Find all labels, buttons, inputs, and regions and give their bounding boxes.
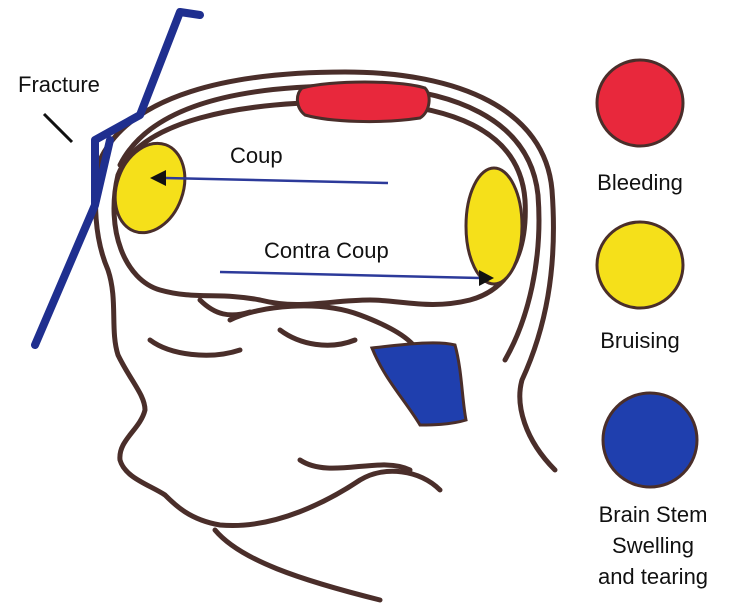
coup-label: Coup — [230, 143, 283, 168]
fracture-label: Fracture — [18, 72, 100, 97]
legend-swatch-brain-stem — [603, 393, 697, 487]
brain-stem-region — [372, 343, 466, 425]
brain-outline — [114, 102, 525, 360]
contra-coup-arrow — [220, 270, 494, 286]
fracture-pointer — [44, 114, 72, 142]
legend-swatch-bruising — [597, 222, 683, 308]
legend-label-swelling: Swelling — [612, 533, 694, 558]
legend-label-bruising: Bruising — [600, 328, 679, 353]
legend-swatch-bleeding — [597, 60, 683, 146]
legend-label-bleeding: Bleeding — [597, 170, 683, 195]
bleeding-region — [297, 82, 429, 122]
legend-label-brain-stem: Brain Stem — [599, 502, 708, 527]
contra-coup-bruise — [466, 168, 522, 284]
legend: Bleeding Bruising Brain Stem Swelling an… — [597, 60, 708, 589]
legend-label-tearing: and tearing — [598, 564, 708, 589]
contra-coup-label: Contra Coup — [264, 238, 389, 263]
